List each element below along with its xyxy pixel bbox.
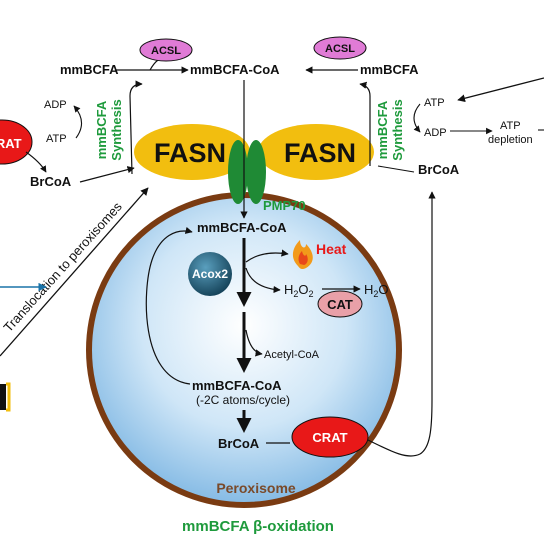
flame-icon: [292, 240, 313, 270]
acsl-right-badge: [313, 36, 367, 60]
crat-left-badge: [0, 119, 33, 165]
arrow-crat-to-brcoa: [25, 151, 47, 173]
arrow-synthesis-right: [359, 81, 371, 166]
arrow-brcoa-to-fasn-right: [377, 165, 415, 173]
acetyl-coa-label: Acetyl-CoA: [264, 349, 320, 361]
caption-prefix: mmBCFA: [182, 518, 253, 535]
synthesis-right-line1: mmBCFA: [375, 100, 390, 159]
arrow-brcoa-to-fasn-left: [79, 166, 135, 183]
atp-left-label: ATP: [46, 133, 67, 145]
arrow-to-h2o2: [245, 267, 281, 294]
brcoa-left-label: BrCoA: [30, 174, 72, 189]
fasn-right-shape: [258, 124, 374, 180]
h2o2-label: H2O2: [284, 282, 314, 299]
offscreen-black-block: [0, 384, 6, 410]
crat-left-label: CRAT: [0, 136, 22, 151]
arrow-atp-adp-right: [413, 103, 421, 133]
peroxisome-label: Peroxisome: [216, 480, 296, 496]
cat-badge: [317, 290, 363, 318]
arrow-atp-adp-left: [73, 105, 83, 139]
mmbcfa-coa-top-label: mmBCFA-CoA: [190, 62, 280, 77]
crat-inner-badge: [291, 416, 369, 458]
caption-beta: β: [253, 518, 262, 535]
adp-right-label: ADP: [424, 127, 447, 139]
acox2-enzyme: [188, 252, 232, 296]
fasn-left-shape: [134, 124, 250, 180]
fasn-left-label: FASN: [154, 138, 226, 168]
heat-label: Heat: [316, 241, 347, 257]
adp-left-label: ADP: [44, 99, 67, 111]
acsl-left-badge: [139, 38, 193, 62]
cat-label: CAT: [327, 297, 353, 312]
synthesis-left-line2: Synthesis: [109, 99, 124, 160]
mmbcfa-left-label: mmBCFA: [60, 62, 119, 77]
h2o-label: H2O: [364, 282, 389, 299]
brcoa-inner-label: BrCoA: [218, 436, 260, 451]
brcoa-right-label: BrCoA: [418, 162, 460, 177]
crat-inner-label: CRAT: [312, 430, 347, 445]
synthesis-left-line1: mmBCFA: [94, 100, 109, 159]
arrow-synthesis-left: [129, 80, 143, 175]
minus-2c-label: (-2C atoms/cycle): [196, 393, 290, 407]
arrow-offscreen-to-atp: [457, 77, 544, 103]
acsl-left-label: ACSL: [151, 45, 181, 57]
caption-suffix: -oxidation: [262, 518, 334, 535]
arrow-crat-export: [367, 191, 436, 457]
pmp70-right-lobe: [246, 140, 266, 204]
mmbcfa-right-label: mmBCFA: [360, 62, 419, 77]
synthesis-right-line2: Synthesis: [390, 99, 405, 160]
arrow-translocation: [0, 187, 149, 357]
pmp70-left-lobe: [228, 140, 248, 204]
fasn-right-label: FASN: [284, 138, 356, 168]
arrow-to-heat: [245, 249, 289, 263]
arrow-cycle-back: [145, 226, 193, 385]
diagram-caption: mmBCFA β-oxidation: [182, 518, 334, 535]
acsl-right-label: ACSL: [325, 43, 355, 55]
pmp70-label: PMP70: [263, 198, 306, 213]
acox2-label: Acox2: [192, 267, 228, 281]
offscreen-yellow-edge: [6, 382, 11, 412]
atp-right-label: ATP: [424, 97, 445, 109]
mmbcfa-coa-lower-label: mmBCFA-CoA: [192, 378, 282, 393]
atp-depletion-line1: ATP: [500, 120, 521, 132]
arrow-to-acetyl-coa: [245, 329, 263, 357]
atp-depletion-line2: depletion: [488, 134, 533, 146]
mmbcfa-coa-inner-label: mmBCFA-CoA: [197, 220, 287, 235]
